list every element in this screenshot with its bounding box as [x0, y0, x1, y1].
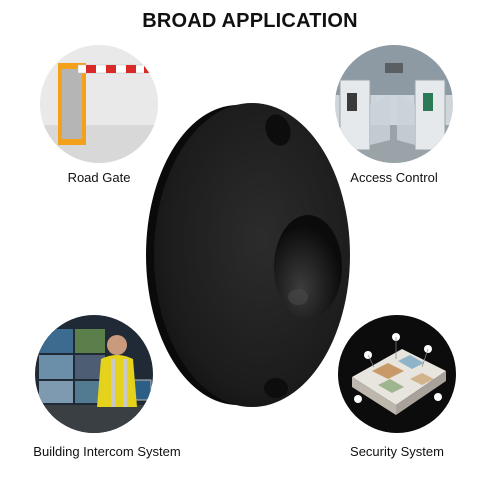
building-intercom-image [35, 315, 153, 433]
motion-sensor-product [130, 92, 355, 417]
monitoring-room-icon [35, 315, 153, 433]
road-gate-label: Road Gate [67, 170, 131, 185]
road-gate-image [40, 45, 158, 163]
security-system-label: Security System [350, 444, 444, 459]
round-motion-sensor-icon [146, 103, 350, 407]
road-gate-barrier-icon [40, 45, 158, 163]
floorplan-icon [338, 315, 456, 433]
access-control-label: Access Control [350, 170, 438, 185]
page-title: BROAD APPLICATION [142, 10, 358, 32]
security-system-image [338, 315, 456, 433]
building-intercom-label: Building Intercom System [33, 444, 181, 459]
